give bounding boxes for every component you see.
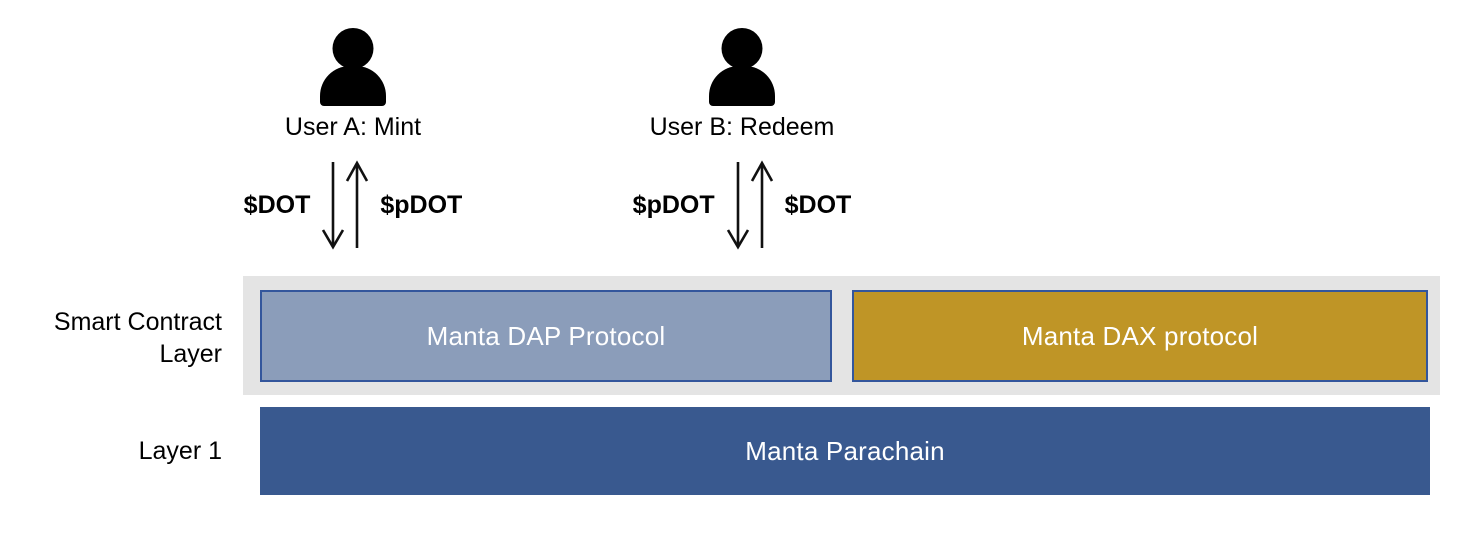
row-label-line1: Smart Contract (53, 308, 222, 336)
layer-box-manta-parachain[interactable]: Manta Parachain (260, 407, 1430, 495)
token-label-user-b-right: $DOT (784, 190, 852, 219)
person-icon-body (709, 66, 775, 106)
person-icon (320, 28, 386, 106)
actor-label-user-b: User B: Redeem (649, 113, 835, 141)
row-label-line2: Layer (159, 340, 222, 368)
layer-box-manta-dap[interactable]: Manta DAP Protocol (260, 290, 832, 382)
arrow-down-icon (322, 162, 345, 250)
person-icon (709, 28, 775, 106)
actor-label-user-a: User A: Mint (284, 113, 422, 141)
actor-user-b: User B: Redeem (612, 28, 872, 142)
token-label-user-a-right: $pDOT (380, 190, 463, 219)
flow-user-b: $pDOT $DOT (612, 160, 872, 250)
arrow-up-icon (750, 160, 773, 248)
arrow-pair-user-b (726, 160, 773, 250)
person-icon-head (721, 28, 763, 69)
row-label-line1: Layer 1 (138, 437, 222, 465)
row-label-layer-1: Layer 1 (0, 435, 222, 467)
flow-user-a: $DOT $pDOT (223, 160, 483, 250)
layer-box-label-manta-parachain: Manta Parachain (745, 435, 945, 466)
token-label-user-a-left: $DOT (243, 190, 311, 219)
layer-box-label-manta-dax: Manta DAX protocol (1021, 320, 1259, 351)
layer-box-label-manta-dap: Manta DAP Protocol (426, 320, 666, 351)
person-icon-body (320, 66, 386, 106)
token-label-user-b-left: $pDOT (632, 190, 715, 219)
row-label-smart-contract-layer: Smart Contract Layer (0, 306, 222, 370)
arrow-down-icon (726, 162, 749, 250)
actor-user-a: User A: Mint (223, 28, 483, 142)
layer-box-manta-dax[interactable]: Manta DAX protocol (852, 290, 1428, 382)
arrow-pair-user-a (322, 160, 369, 250)
person-icon-head (332, 28, 374, 69)
arrow-up-icon (346, 160, 369, 248)
